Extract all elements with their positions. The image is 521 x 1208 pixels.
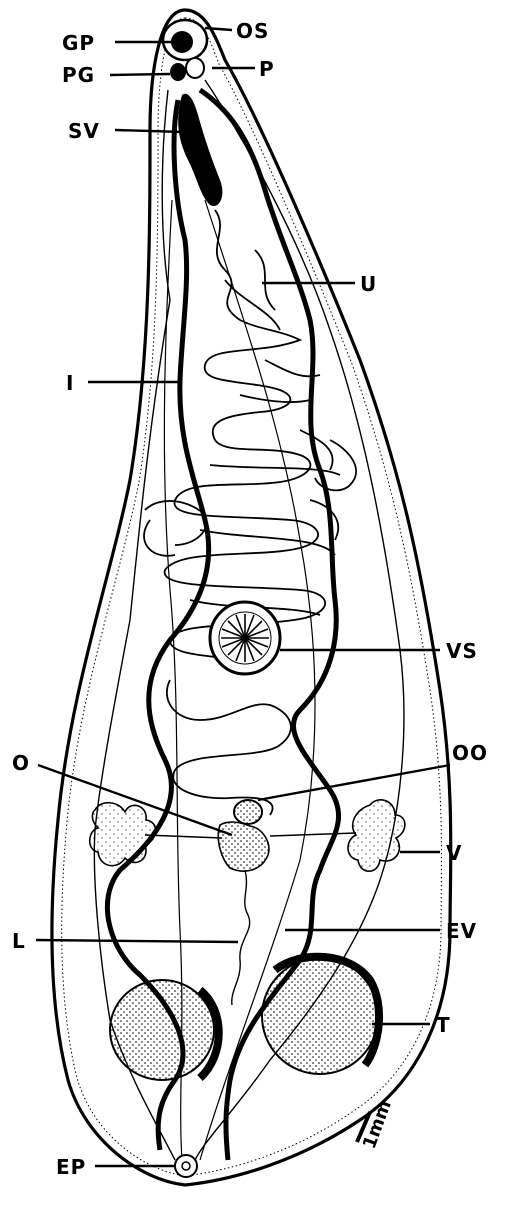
vitelline-transverse-left bbox=[145, 835, 222, 838]
label-oo: OO bbox=[452, 741, 488, 765]
testis-left bbox=[110, 980, 219, 1080]
label-pg: PG bbox=[62, 63, 95, 87]
vitellarium-left bbox=[90, 803, 156, 866]
genital-pore bbox=[171, 31, 193, 53]
laurers-canal bbox=[232, 870, 250, 1005]
label-os: OS bbox=[236, 19, 269, 43]
label-t: T bbox=[436, 1013, 451, 1037]
label-v: V bbox=[446, 841, 462, 865]
label-vs: VS bbox=[446, 639, 478, 663]
label-p: P bbox=[259, 57, 275, 81]
label-o: O bbox=[12, 751, 30, 775]
label-ep: EP bbox=[56, 1155, 86, 1179]
body-outline bbox=[52, 10, 451, 1185]
testis-right bbox=[262, 957, 379, 1074]
ootype bbox=[234, 800, 262, 824]
seminal-vesicle bbox=[178, 94, 222, 206]
label-u: U bbox=[360, 272, 377, 296]
label-i: I bbox=[66, 371, 74, 395]
prostatic-gland bbox=[170, 63, 186, 81]
label-l: L bbox=[12, 929, 26, 953]
ventral-sucker-rays bbox=[221, 614, 269, 662]
leader-lines bbox=[36, 28, 450, 1166]
label-sv: SV bbox=[68, 119, 100, 143]
label-ev: EV bbox=[446, 919, 477, 943]
excretory-pore bbox=[175, 1155, 197, 1177]
vitelline-transverse-right bbox=[270, 833, 356, 836]
ovary bbox=[218, 822, 269, 871]
pharynx bbox=[186, 58, 204, 78]
label-gp: GP bbox=[62, 31, 95, 55]
